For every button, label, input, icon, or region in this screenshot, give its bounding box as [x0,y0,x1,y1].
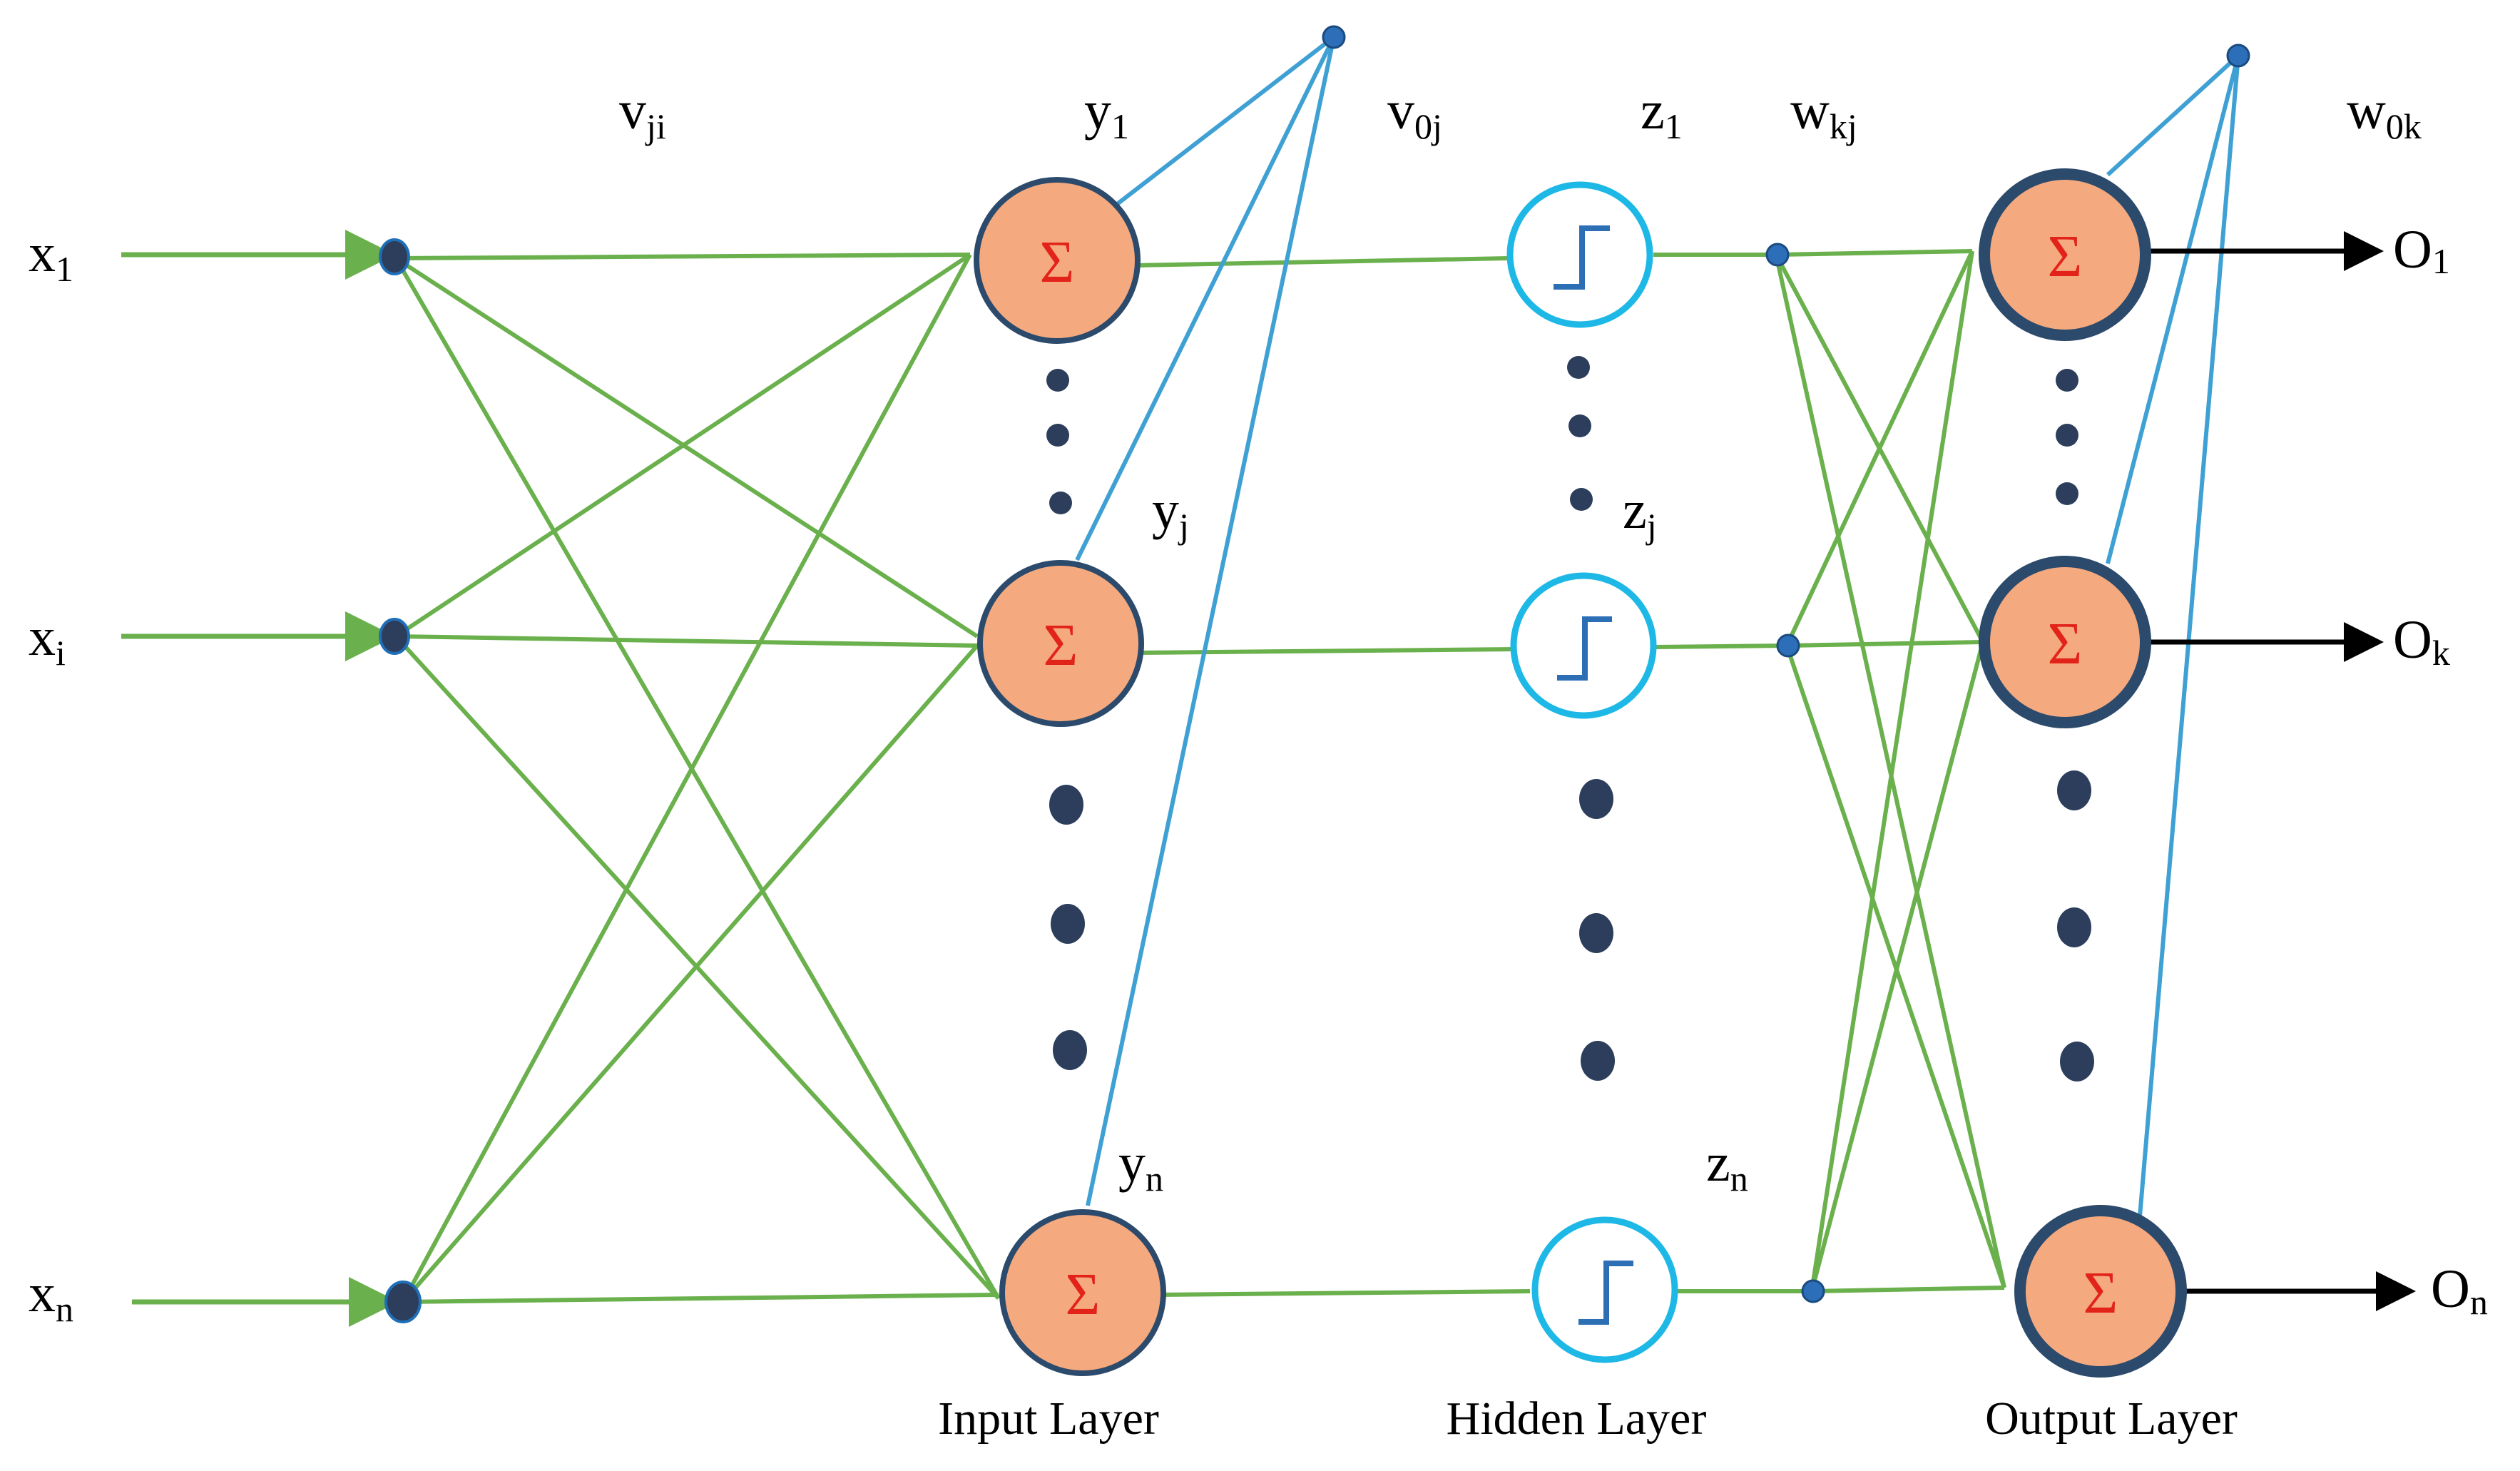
vji-connections [394,253,1001,1304]
neuron-on: Σ [2014,1205,2187,1378]
bias-nodes [1322,25,2250,68]
sigma-icon: Σ [1044,612,1078,678]
weight-label-v0j: v0j [1387,81,1442,146]
ellipsis-dot [1051,904,1085,944]
neuron-y1: Σ [974,177,1141,344]
input-label-xi: xi [29,607,66,673]
ellipsis-dot [1049,492,1072,514]
hidden-node-j [1776,633,1800,658]
input-nodes [379,238,422,1323]
activation-zj [1510,572,1657,719]
ellipsis-dot [1567,356,1590,379]
sigma-icon: Σ [2083,1260,2118,1326]
hidden-node-1 [1765,243,1790,267]
neuron-label-yj: yj [1152,480,1189,546]
neuron-label-y1: y1 [1084,81,1129,146]
output-layer-neurons: Σ Σ Σ [1979,168,2187,1378]
hidden-layer-neurons [1506,181,1678,1363]
neuron-yn: Σ [999,1209,1166,1376]
input-node-i [379,618,410,655]
hidden-node-n [1801,1279,1825,1303]
weight-label-w0k: w0k [2347,81,2422,146]
ellipsis-dot [1053,1030,1087,1070]
input-arrows [121,230,399,1327]
ellipsis-dot [1046,369,1069,392]
input-layer-neurons: Σ Σ Σ [974,177,1166,1376]
bias-node-output [2226,44,2250,68]
ellipsis-dot [2057,907,2091,947]
ellipsis-dot [2057,770,2091,810]
ellipsis-dot [1579,913,1613,953]
neuron-label-z1: z1 [1641,81,1683,146]
ellipsis-dot [1049,785,1083,825]
output-arrows [2147,231,2416,1311]
ellipsis-dot [1046,424,1069,447]
sigma-icon: Σ [2048,223,2083,290]
ellipsis-dot [2056,482,2078,505]
output-label-on: On [2431,1259,2488,1322]
ellipsis-dot [2056,424,2078,447]
step-function-icon [1554,225,1610,290]
step-function-icon [1557,616,1612,681]
neuron-label-zj: zj [1623,480,1657,546]
neuron-label-zn: zn [1706,1133,1748,1198]
ellipsis-dot [1570,488,1593,511]
step-function-icon [1578,1261,1633,1325]
input-to-hidden-connections [1133,256,1531,1297]
ellipsis-dot [1568,414,1591,437]
neuron-o1: Σ [1979,168,2151,341]
output-layer-label: Output Layer [1985,1393,2238,1445]
bias-node-hidden [1322,25,1346,49]
sigma-icon: Σ [1040,229,1075,295]
activation-z1 [1506,181,1653,328]
ellipsis-dot [1581,1041,1615,1081]
activation-zn [1531,1216,1678,1363]
sigma-icon: Σ [1066,1261,1101,1328]
hidden-to-node-connections [1653,253,1812,1293]
ellipsis-dot [2060,1042,2094,1081]
sigma-icon: Σ [2048,611,2083,677]
input-node-1 [379,238,410,275]
input-layer-label: Input Layer [938,1393,1159,1445]
weight-label-vji: vji [619,81,666,146]
hidden-layer-label: Hidden Layer [1447,1393,1707,1445]
neuron-ok: Σ [1979,556,2151,728]
input-label-x1: x1 [29,223,73,289]
weight-label-wkj: wkj [1790,81,1857,146]
neuron-yj: Σ [977,560,1144,727]
ellipsis-dots [1046,356,2094,1081]
neuron-label-yn: yn [1118,1133,1163,1198]
ellipsis-dot [2056,369,2078,392]
hidden-output-nodes [1765,243,1825,1303]
input-label-xn: xn [29,1263,73,1329]
wkj-connections [1774,249,2006,1293]
ellipsis-dot [1579,779,1613,819]
output-label-o1: O1 [2393,220,2450,281]
output-label-ok: Ok [2393,610,2450,673]
input-node-n [384,1281,422,1323]
